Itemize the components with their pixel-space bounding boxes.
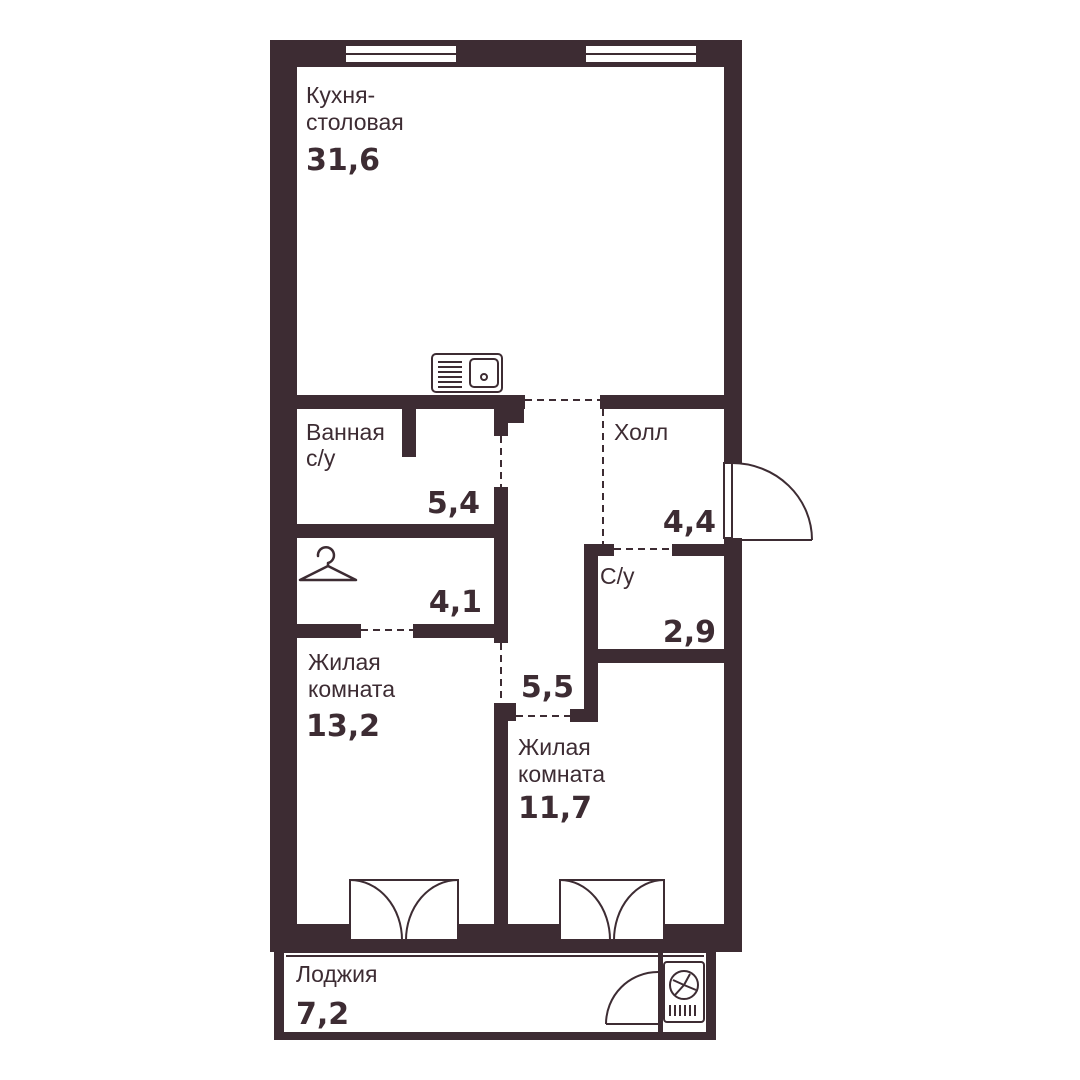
entrance-door[interactable] <box>723 462 813 541</box>
hall-name: Холл <box>614 419 668 445</box>
wall-right-lower <box>724 538 742 952</box>
bathroom-name-line2: с/у <box>306 445 336 471</box>
wall-kitchen-bottom-right <box>600 395 724 409</box>
wall-bath-corner-2 <box>508 409 524 423</box>
wall-wc-left <box>584 544 598 722</box>
wall-bottom <box>270 924 742 952</box>
wall-bath-corner <box>494 409 508 436</box>
wall-corridor-left-2 <box>494 703 508 924</box>
wall-wardrobe-bottom-right <box>413 624 508 638</box>
wall-corridor-left-1 <box>494 487 508 643</box>
wall-wc-left-foot <box>570 709 598 722</box>
living2-name-line1: Жилая <box>518 734 591 760</box>
hall-area: 4,4 <box>663 505 716 540</box>
bathroom-area: 5,4 <box>427 486 480 521</box>
wall-bath-wardrobe <box>297 524 497 538</box>
wall-wc-top-left <box>584 544 614 556</box>
sink-icon <box>431 353 503 393</box>
wall-kitchen-bottom-left <box>297 395 525 409</box>
interior-walls <box>297 395 724 924</box>
hanger-icon <box>298 546 358 582</box>
living2-area: 11,7 <box>518 791 592 826</box>
wc-name: С/у <box>600 563 635 589</box>
bathroom-name-line1: Ванная <box>306 419 385 445</box>
living1-name-line1: Жилая <box>308 649 381 675</box>
balcony-door-right[interactable] <box>559 879 665 944</box>
wc-area: 2,9 <box>663 615 716 650</box>
loggia-name: Лоджия <box>296 961 378 987</box>
wall-wc-top-right <box>672 544 724 556</box>
loggia <box>274 951 716 1040</box>
wall-wc-bottom <box>598 649 724 663</box>
wall-corridor-left-2b <box>508 703 516 721</box>
room-labels: Кухня- столовая 31,6 Ванная с/у 5,4 Холл… <box>296 82 716 1032</box>
loggia-door[interactable] <box>605 971 659 1025</box>
wall-left <box>270 40 297 952</box>
wall-bath-stub <box>402 409 416 457</box>
wall-right-upper <box>724 40 742 463</box>
zone-boundaries <box>361 399 672 717</box>
kitchen-name-line2: столовая <box>306 109 404 135</box>
living2-name-line2: комната <box>518 761 605 787</box>
living1-area: 13,2 <box>306 709 380 744</box>
loggia-area: 7,2 <box>296 997 349 1032</box>
balcony-door-left[interactable] <box>349 879 459 944</box>
wall-wardrobe-bottom-left <box>297 624 361 638</box>
corridor-area: 5,5 <box>521 670 574 705</box>
kitchen-name-line1: Кухня- <box>306 82 375 108</box>
kitchen-area: 31,6 <box>306 143 380 178</box>
windows-top <box>344 44 698 64</box>
wardrobe-area: 4,1 <box>429 585 482 620</box>
living1-name-line2: комната <box>308 676 395 702</box>
